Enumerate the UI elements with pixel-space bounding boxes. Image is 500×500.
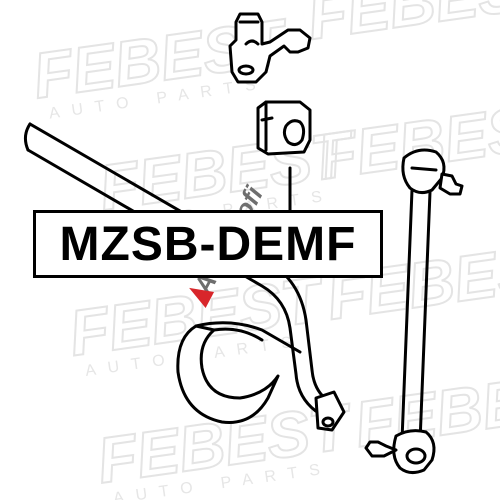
- watermark-brand: FEBEST: [303, 0, 500, 53]
- part-number-label: MZSB-DEMF: [33, 210, 383, 278]
- part-number-text: MZSB-DEMF: [59, 217, 357, 271]
- stabilizer-link: [364, 148, 464, 475]
- stabilizer-bracket: [228, 12, 312, 84]
- stabilizer-bushing: [256, 100, 312, 156]
